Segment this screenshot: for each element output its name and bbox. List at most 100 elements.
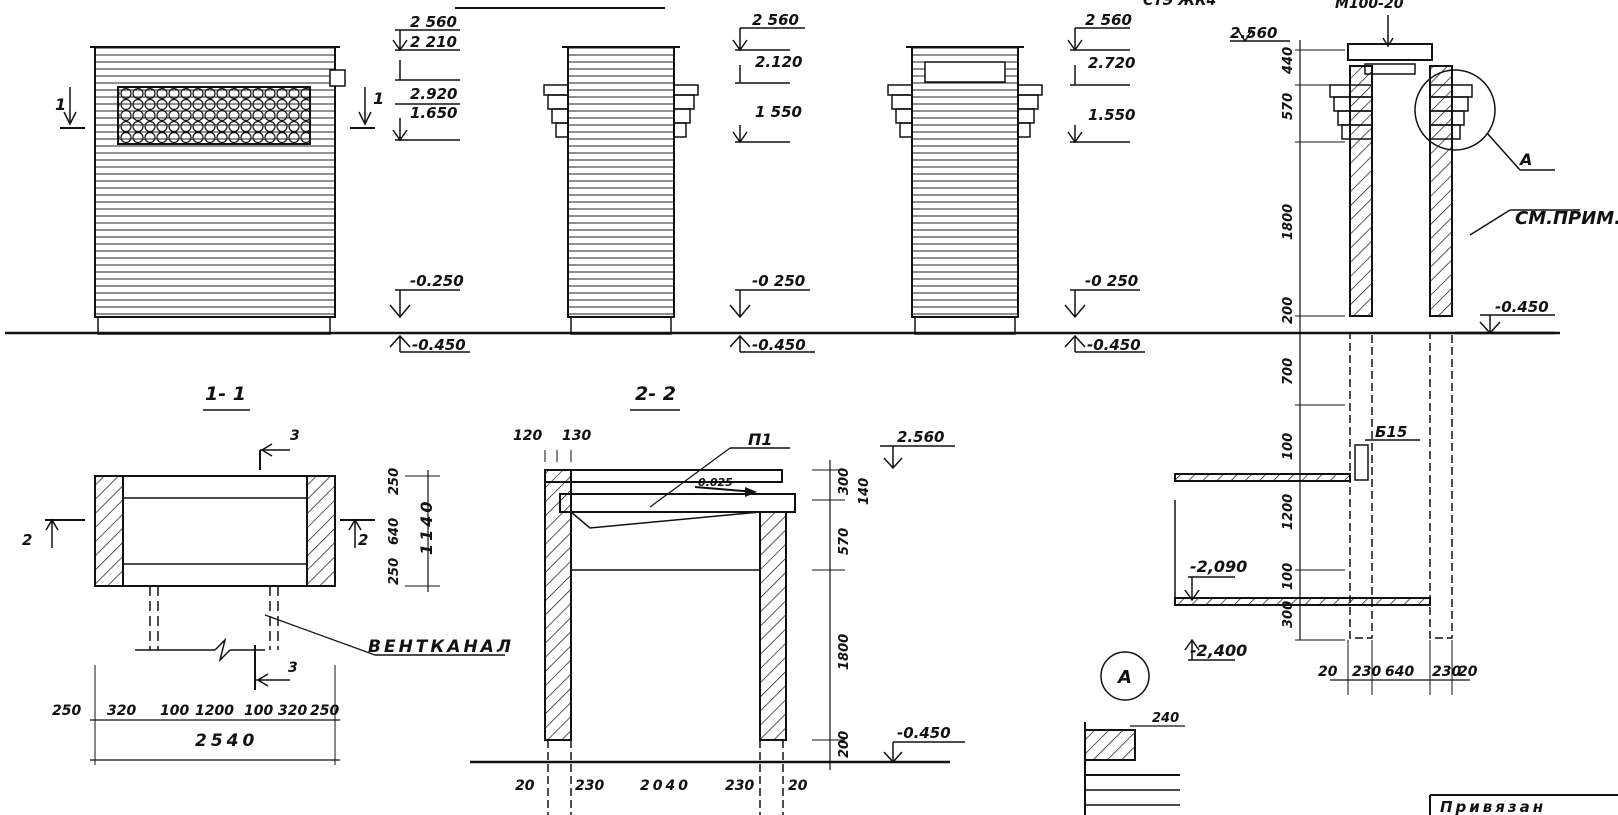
section-title-2-2: 2- 2 [635, 383, 676, 405]
s22-dim-120: 120 [513, 428, 542, 444]
detail-a-marker-label: А [1116, 667, 1132, 688]
svg-text:200: 200 [1281, 297, 1296, 324]
detail-a-label: А [1518, 150, 1532, 169]
e2-ground-level: -0 250 [752, 272, 805, 290]
svg-text:20: 20 [1458, 664, 1478, 680]
elevation-marks-3 [1064, 27, 1145, 353]
bound-stamp [1429, 794, 1618, 815]
detail-a-marker [1100, 651, 1150, 701]
e4-right-level: -0.450 [1495, 298, 1549, 316]
svg-text:100: 100 [244, 703, 273, 719]
svg-text:700: 700 [1281, 358, 1296, 385]
svg-text:640: 640 [387, 518, 402, 545]
p1-label: П1 [748, 430, 773, 449]
see-note-label: СМ.ПРИМ.П.1 [1515, 208, 1618, 229]
e4-top-level: 2.560 [1230, 24, 1277, 42]
e1-level-a: 2.920 [410, 85, 457, 103]
e1-below-level: -0.450 [412, 336, 466, 354]
slope-label: 0.025 [698, 476, 733, 489]
svg-text:140: 140 [857, 478, 872, 505]
b15-label: Б15 [1375, 423, 1407, 441]
section-2-2-bottom-dims: 20 230 2040 230 20 [515, 778, 808, 794]
right-bottom-dims: 20 230 640 230 20 [1318, 664, 1478, 680]
elevation-1 [60, 46, 375, 335]
bound-label: Привязан [1440, 798, 1546, 815]
svg-text:2040: 2040 [640, 778, 691, 794]
section-mark-1-left: 1 [55, 95, 66, 114]
section-mark-3-top: 3 [290, 428, 300, 444]
svg-text:1200: 1200 [195, 703, 234, 719]
e3-mid-level: 2.720 [1088, 54, 1135, 72]
svg-text:230: 230 [725, 778, 754, 794]
svg-text:250: 250 [52, 703, 81, 719]
section-2-2-vertical-dims: 300 140 570 1800 200 [837, 468, 872, 758]
svg-text:320: 320 [278, 703, 307, 719]
detail-a-dim: 240 [1152, 711, 1179, 726]
svg-text:200: 200 [837, 731, 852, 758]
e2-level-a: 1 550 [755, 103, 802, 121]
svg-text:570: 570 [837, 528, 852, 555]
section-1-1-vertical-dims: 250 640 250 [387, 468, 402, 585]
e2-below-level: -0.450 [752, 336, 806, 354]
s22-dim-130: 130 [562, 428, 591, 444]
svg-text:300: 300 [837, 468, 852, 495]
e1-ground-level: -0.250 [410, 272, 464, 290]
e2-mid-level: 2.120 [755, 53, 802, 71]
s22-top-level: 2.560 [897, 428, 944, 446]
elevation-marks-2 [729, 27, 815, 353]
detail-a-callout-circle [1414, 69, 1496, 151]
e1-mid-level: 2 210 [410, 33, 457, 51]
e4-top-note-2: М100-20 [1335, 0, 1404, 12]
svg-text:440: 440 [1281, 47, 1296, 75]
svg-text:230: 230 [575, 778, 604, 794]
e4-low-level-2: -2,400 [1190, 641, 1247, 660]
s11-total-dim: 2540 [195, 731, 258, 751]
svg-text:20: 20 [1318, 664, 1338, 680]
svg-text:320: 320 [107, 703, 136, 719]
svg-text:250: 250 [387, 468, 402, 495]
svg-text:230: 230 [1432, 664, 1461, 680]
svg-text:1800: 1800 [837, 634, 852, 670]
e4-top-note: СТЭ ЖК4 [1143, 0, 1216, 9]
e3-level-a: 1.550 [1088, 106, 1135, 124]
vent-channel-label: ВЕНТКАНАЛ [368, 637, 514, 657]
e1-top-level: 2 560 [410, 13, 457, 31]
section-2-2-cut [470, 445, 965, 815]
svg-text:300: 300 [1281, 601, 1296, 628]
grille-vent [117, 86, 311, 145]
svg-text:100: 100 [160, 703, 189, 719]
e3-below-level: -0.450 [1087, 336, 1141, 354]
svg-text:640: 640 [1385, 664, 1414, 680]
right-vertical-dims: 440 570 1800 200 700 100 1200 100 300 [1281, 47, 1296, 628]
svg-text:100: 100 [1281, 563, 1296, 590]
e3-top-level: 2 560 [1085, 11, 1132, 29]
svg-text:570: 570 [1281, 93, 1296, 120]
section-mark-3-bottom: 3 [288, 660, 298, 676]
e1-level-b: 1.650 [410, 104, 457, 122]
section-mark-2-left: 2 [22, 531, 32, 549]
section-mark-1-right: 1 [373, 89, 384, 108]
svg-text:250: 250 [310, 703, 339, 719]
svg-text:20: 20 [515, 778, 535, 794]
right-vertical-section [1174, 15, 1580, 695]
s22-bottom-level: -0.450 [897, 724, 951, 742]
svg-text:1200: 1200 [1281, 494, 1296, 530]
elevation-3 [887, 46, 1043, 335]
svg-text:20: 20 [788, 778, 808, 794]
elevation-marks-1 [389, 29, 470, 353]
svg-text:100: 100 [1281, 433, 1296, 460]
svg-text:250: 250 [387, 558, 402, 585]
e3-ground-level: -0 250 [1085, 272, 1138, 290]
s11-vertical-total: 1140 [417, 498, 436, 555]
e2-top-level: 2 560 [752, 11, 799, 29]
section-mark-2-right: 2 [358, 531, 368, 549]
svg-text:230: 230 [1352, 664, 1381, 680]
section-1-1-horizontal-dims: 250 320 100 1200 100 320 250 [52, 703, 339, 719]
svg-text:1800: 1800 [1281, 204, 1296, 240]
elevation-2 [543, 46, 699, 335]
e4-low-level-1: -2,090 [1190, 557, 1247, 576]
detail-a [1084, 651, 1185, 815]
section-1-1-plan [45, 443, 505, 765]
section-title-1-1: 1- 1 [205, 383, 246, 405]
